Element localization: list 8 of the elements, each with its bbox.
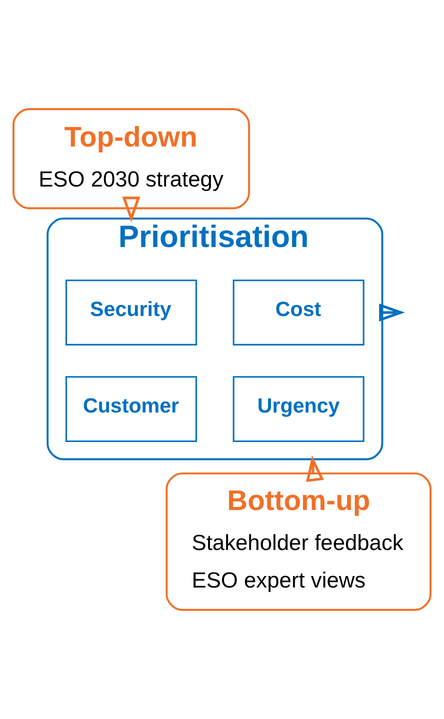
node-box: Customer — [65, 376, 198, 442]
node-box: Urgency — [232, 376, 364, 442]
node-box: Cost — [232, 280, 364, 346]
arrow — [379, 304, 405, 322]
node-box: Security — [65, 280, 198, 346]
arrow — [122, 196, 140, 222]
node-box: Bottom-up Stakeholder feedback ESO expert views — [166, 472, 432, 611]
arrow — [306, 455, 324, 482]
